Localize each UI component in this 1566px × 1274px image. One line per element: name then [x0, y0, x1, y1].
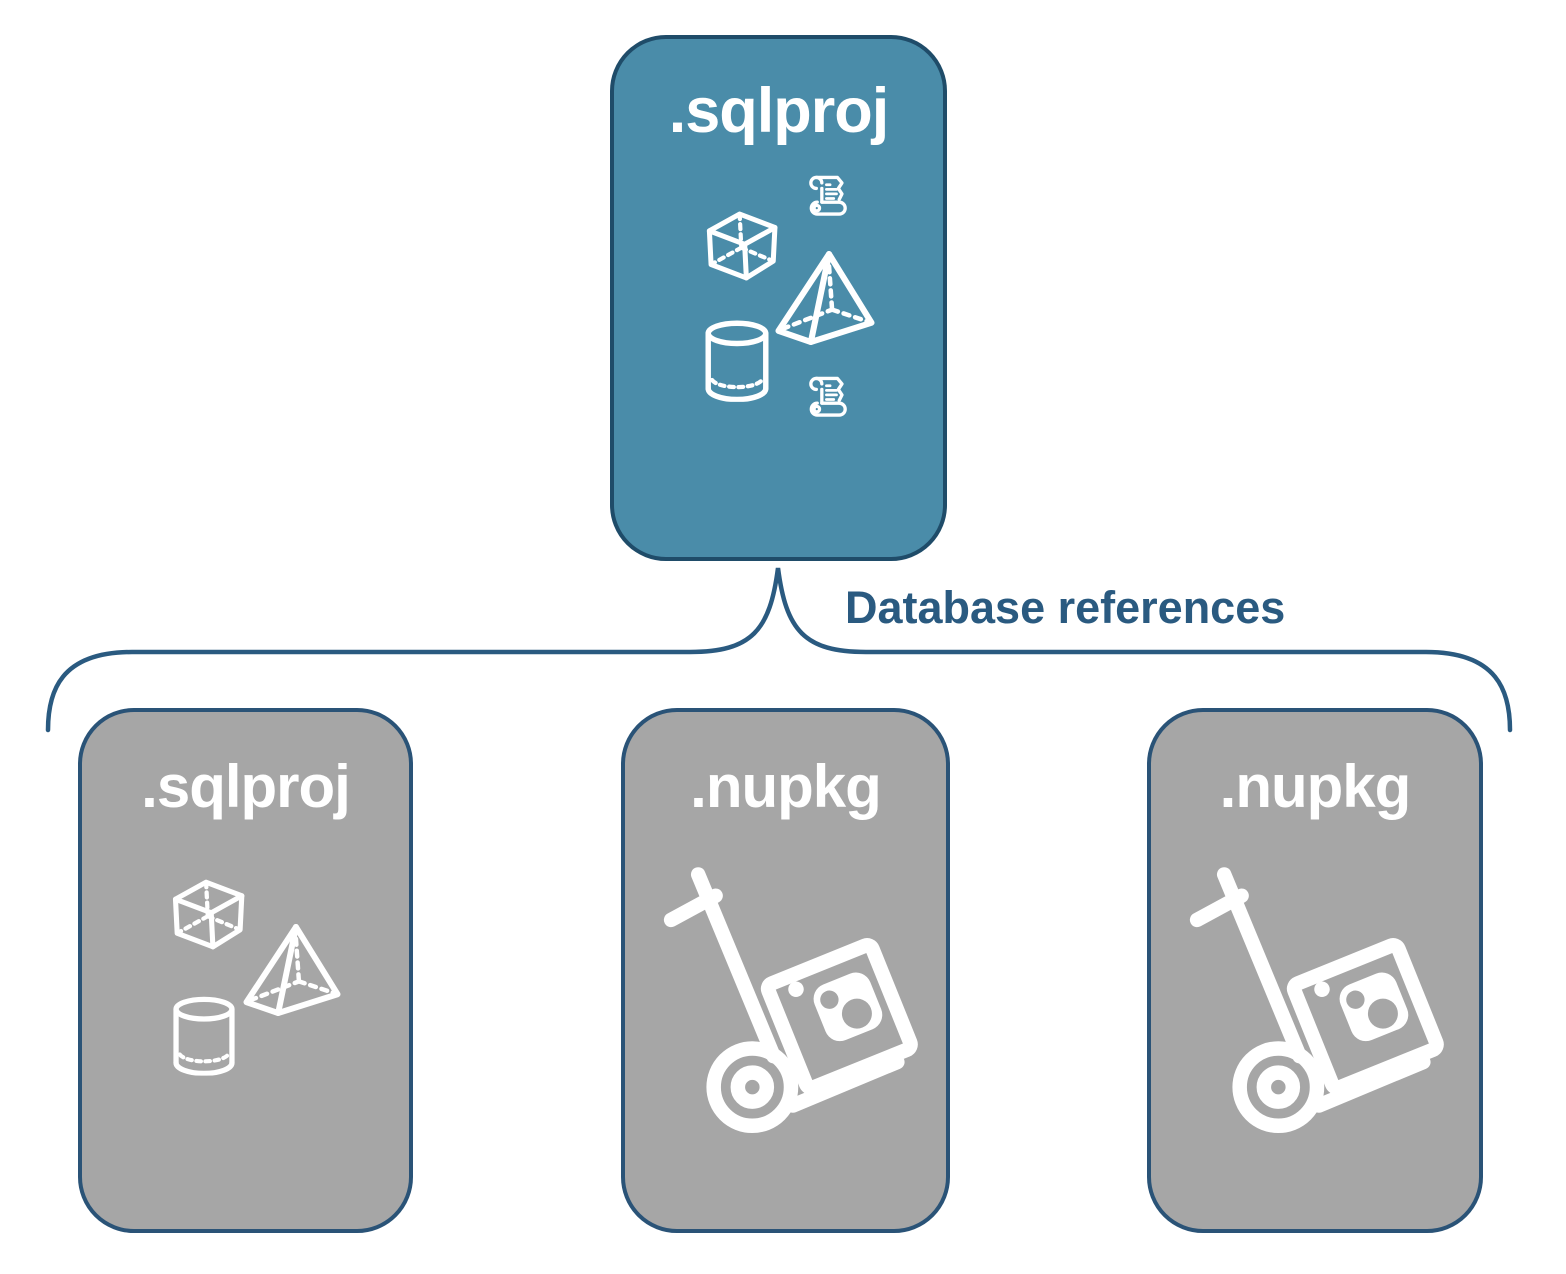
connector-label: Database references — [845, 582, 1286, 633]
cylinder-icon — [702, 320, 772, 402]
scroll-icon — [798, 372, 853, 427]
hand-truck-package-icon — [646, 859, 936, 1149]
cylinder-icon — [170, 996, 238, 1076]
cube-icon — [701, 204, 785, 288]
pyramid-icon — [774, 249, 876, 346]
node-child-nupkg-2: .nupkg — [1147, 708, 1483, 1233]
node-root-sqlproj: .sqlproj — [610, 35, 947, 561]
node-label: .nupkg — [1219, 753, 1412, 820]
node-label: .sqlproj — [141, 753, 351, 820]
node-child-nupkg-1: .nupkg — [621, 708, 950, 1233]
hand-truck-package-icon — [1172, 859, 1462, 1149]
pyramid-icon — [242, 922, 342, 1017]
node-label: .sqlproj — [668, 76, 890, 146]
node-child-sqlproj: .sqlproj — [78, 708, 413, 1233]
node-label: .nupkg — [690, 753, 882, 820]
scroll-icon — [798, 171, 853, 226]
cube-icon — [167, 872, 252, 957]
